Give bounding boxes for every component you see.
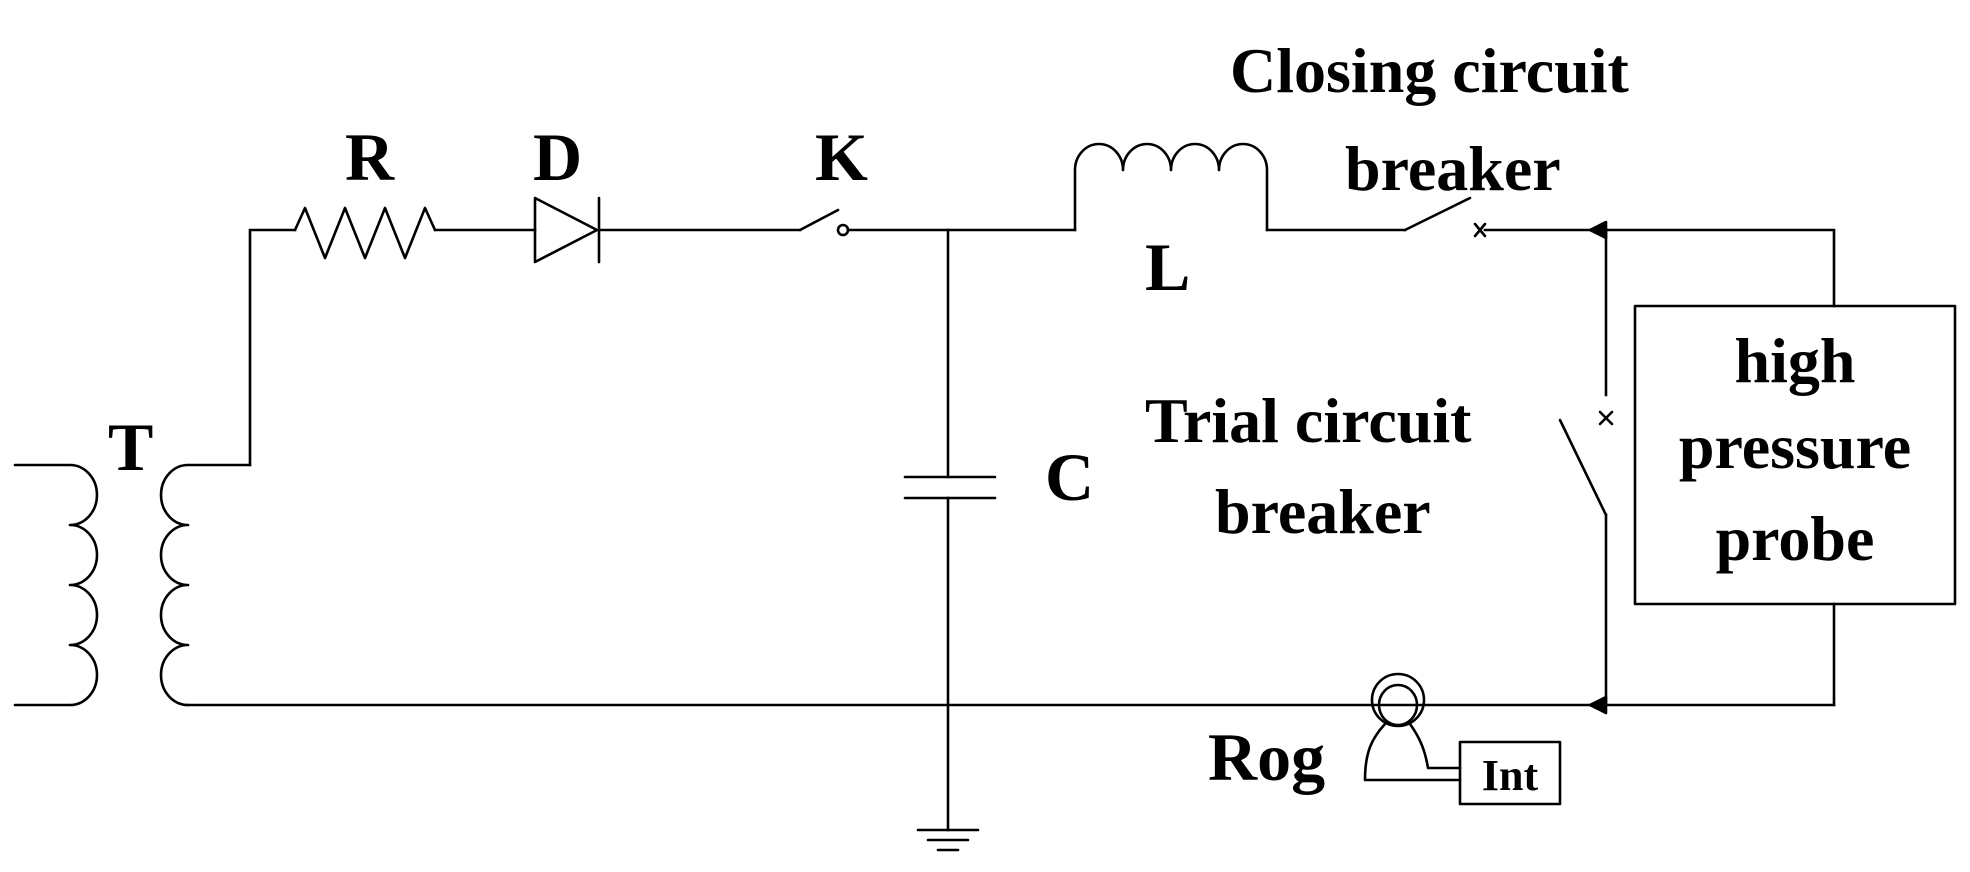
trial-breaker-label-line1: Trial circuit [1145,385,1472,456]
transformer-label: T [108,409,153,485]
probe-label-line2: pressure [1679,411,1911,482]
rogowski-label: Rog [1208,719,1325,795]
diode-triangle [533,196,599,264]
closing-breaker-blade [1403,196,1472,232]
closing-breaker [1403,196,1487,238]
resistor-label: R [345,119,395,195]
resistor [293,206,437,260]
trial-breaker-label-line2: breaker [1215,476,1431,547]
trial-breaker-blade [1558,418,1608,517]
wire-closing-to-probe [1483,228,1836,308]
diode-label: D [533,119,582,195]
closing-breaker-label-line1: Closing circuit [1230,35,1630,106]
diode [533,196,601,264]
ground-icon [916,828,980,852]
inductor-label: L [1145,229,1190,305]
inductor [1073,142,1269,232]
switch-blade [798,208,840,232]
switch-k [798,208,850,237]
capacitor-label: C [1045,439,1094,515]
transformer-primary-winding [13,463,99,707]
probe-label-line3: probe [1716,503,1875,574]
transformer [13,463,252,707]
probe-label-line1: high [1735,325,1856,396]
transformer-secondary-winding [159,463,252,707]
closing-breaker-label-line2: breaker [1345,133,1561,204]
wire-top-left [248,228,297,467]
switch-label: K [815,119,868,195]
bottom-node-arrow-icon [1588,695,1608,715]
trial-breaker-contact-x-icon [1598,410,1614,426]
rogowski-coil [1363,672,1462,782]
switch-contact [836,223,850,237]
integrator-label: Int [1482,751,1539,800]
probe-box [1633,304,1957,606]
top-node-arrow-icon [1588,220,1608,240]
integrator-box [1458,740,1562,806]
closing-breaker-contact-x-icon [1473,222,1487,238]
